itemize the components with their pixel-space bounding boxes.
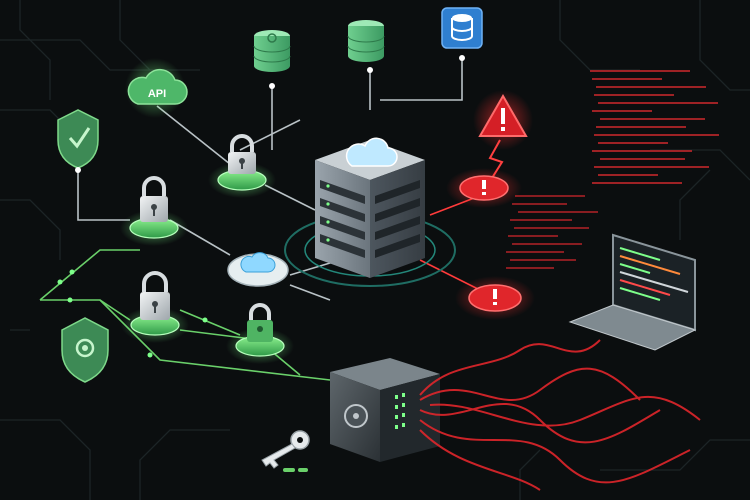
- cloud-node: [227, 252, 289, 287]
- connector-dots: [283, 468, 308, 472]
- api-label: API: [148, 88, 166, 100]
- alert-node: [455, 276, 535, 320]
- cloud-icon: [240, 252, 276, 273]
- red-code-block: [506, 195, 598, 269]
- key-icon: [261, 430, 310, 469]
- padlock-node: [226, 303, 294, 364]
- alert-node-icon: [493, 289, 497, 305]
- threat-tendrils: [419, 339, 701, 491]
- laptop-icon: [568, 233, 697, 351]
- database-icon: [347, 20, 385, 73]
- server-node: [284, 137, 456, 287]
- alert-node: [446, 168, 522, 208]
- database-icon: [441, 7, 483, 61]
- safe-vault-icon: [330, 358, 440, 462]
- shield-icon: [57, 109, 99, 173]
- shield-icon: [61, 317, 109, 383]
- alert-node-icon: [482, 180, 486, 195]
- padlock-icon: [228, 134, 256, 174]
- database-icon: [253, 30, 291, 89]
- cloud-icon: [345, 137, 398, 167]
- server-rack-icon: [315, 137, 425, 278]
- padlock-node: [120, 176, 188, 246]
- data-flow-dots: [57, 269, 208, 358]
- warning-alert: [473, 90, 533, 179]
- api-cloud-icon: API: [125, 58, 188, 118]
- padlock-icon: [247, 303, 273, 342]
- padlock-node: [121, 271, 189, 343]
- padlock-icon: [140, 271, 170, 320]
- padlock-node: [208, 134, 276, 198]
- red-code-block: [590, 70, 719, 184]
- padlock-icon: [140, 176, 168, 222]
